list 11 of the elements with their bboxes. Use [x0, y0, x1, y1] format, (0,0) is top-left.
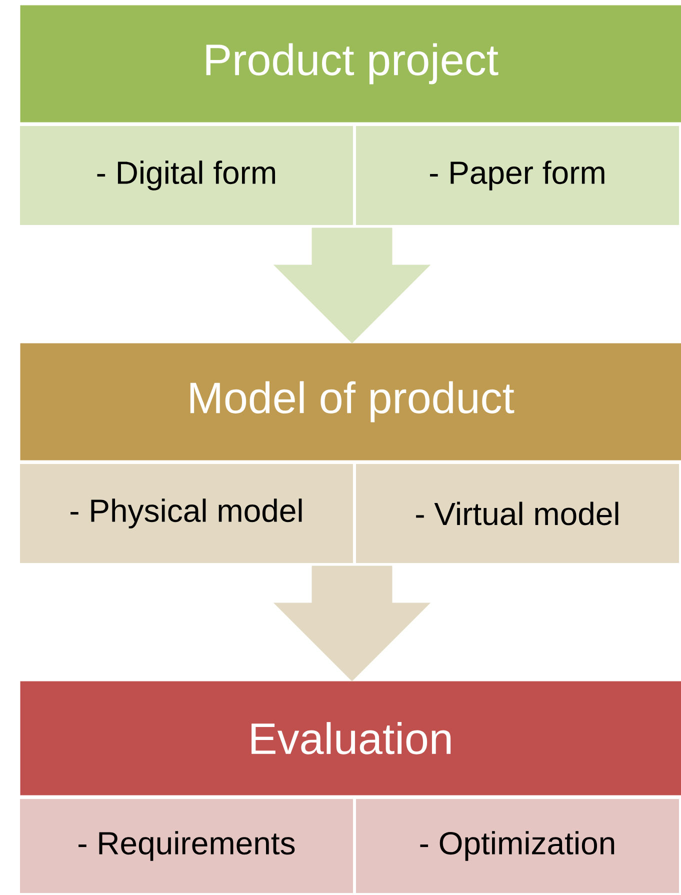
block-arrow [274, 228, 430, 344]
item-cell: - Requirements [17, 796, 356, 895]
item-cell: - Physical model [17, 461, 356, 566]
item-cell: - Optimization [353, 796, 681, 895]
block-arrow [274, 566, 430, 682]
item-cell: - Virtual model [353, 461, 681, 566]
header-band: Evaluation [20, 681, 681, 796]
item-cell: - Digital form [17, 123, 356, 228]
header-band: Model of product [20, 343, 681, 460]
item-cell: - Paper form [353, 123, 681, 228]
header-band: Product project [20, 5, 681, 122]
